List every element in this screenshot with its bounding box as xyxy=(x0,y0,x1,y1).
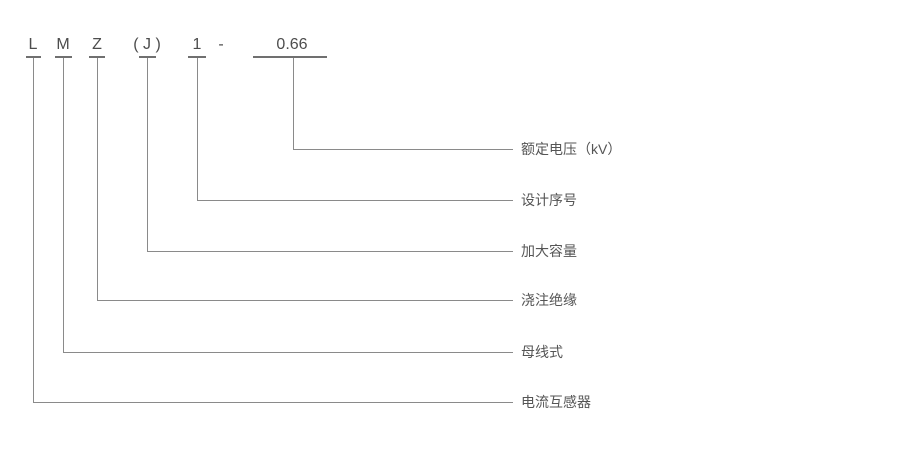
underline-M xyxy=(55,56,72,58)
underline-1 xyxy=(188,56,206,58)
code-char-Z: Z xyxy=(92,36,102,53)
meaning-label-busbar-type: 母线式 xyxy=(521,344,563,360)
connector-horizontal-Z xyxy=(97,300,513,301)
code-char-1: 1 xyxy=(192,36,202,53)
code-separator: - xyxy=(218,36,224,53)
connector-vertical-1 xyxy=(197,58,198,200)
connector-horizontal-L xyxy=(33,402,513,403)
code-char-L: L xyxy=(28,36,38,53)
code-char-066: 0.66 xyxy=(276,36,308,53)
underline-L xyxy=(26,56,41,58)
connector-vertical-Z xyxy=(97,58,98,300)
code-char-J: ( J ) xyxy=(133,36,161,53)
connector-horizontal-J xyxy=(147,251,513,252)
meaning-label-design-serial: 设计序号 xyxy=(521,192,577,208)
meaning-label-cast-insulation: 浇注绝缘 xyxy=(521,292,577,308)
meaning-label-increased-capacity: 加大容量 xyxy=(521,243,577,259)
connector-horizontal-1 xyxy=(197,200,513,201)
underline-Z xyxy=(89,56,105,58)
meaning-label-current-transformer: 电流互感器 xyxy=(521,394,591,410)
connector-vertical-L xyxy=(33,58,34,402)
connector-horizontal-M xyxy=(63,352,513,353)
connector-vertical-066 xyxy=(293,58,294,149)
underline-J xyxy=(139,56,156,58)
underline-066 xyxy=(253,56,327,58)
connector-vertical-J xyxy=(147,58,148,251)
meaning-label-rated-voltage: 额定电压（kV） xyxy=(521,141,622,157)
connector-vertical-M xyxy=(63,58,64,352)
code-char-M: M xyxy=(56,36,70,53)
connector-horizontal-066 xyxy=(293,149,513,150)
